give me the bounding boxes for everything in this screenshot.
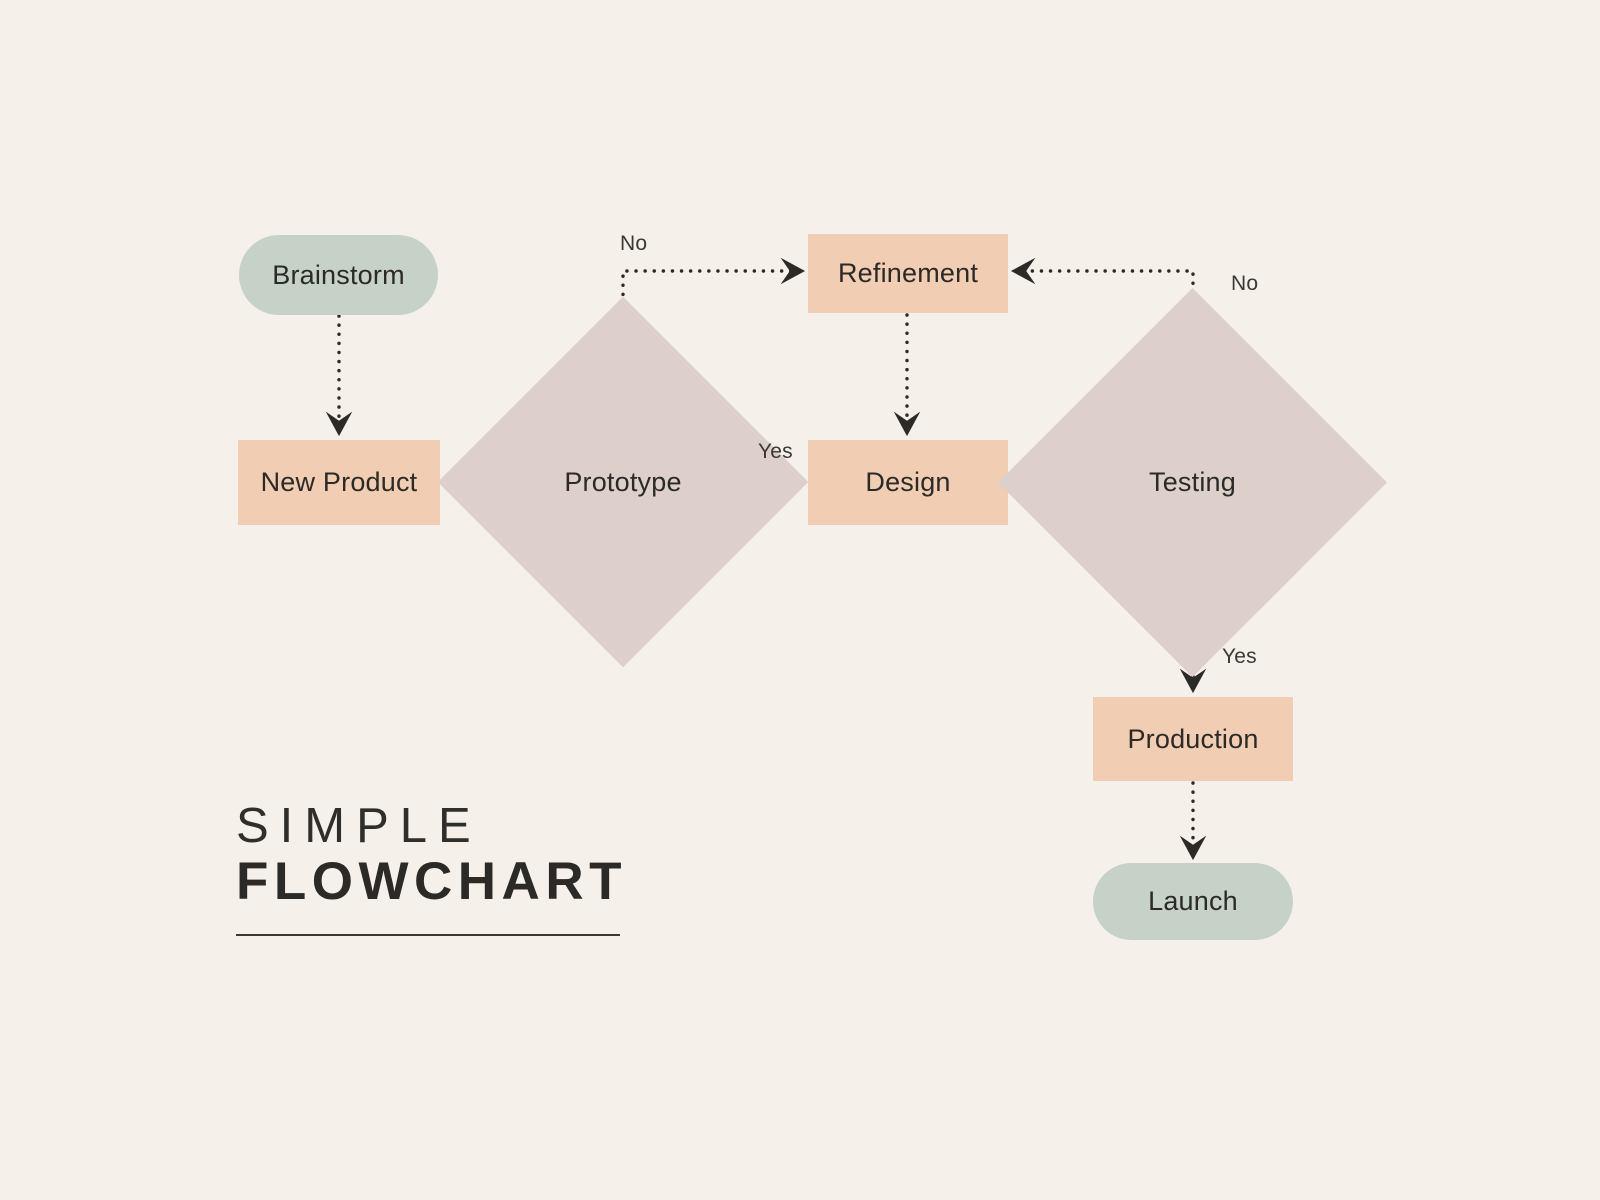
node-refinement[interactable]: Refinement — [808, 234, 1008, 313]
edge-label-no-prototype: No — [620, 232, 648, 255]
page-title-line-2: FLOWCHART — [236, 851, 627, 911]
node-prototype[interactable]: Prototype — [437, 296, 809, 668]
node-label-refinement: Refinement — [837, 258, 979, 288]
node-label-new-product: New Product — [260, 467, 418, 497]
node-design[interactable]: Design — [808, 440, 1008, 525]
node-production[interactable]: Production — [1093, 697, 1293, 781]
node-label-testing: Testing — [1149, 467, 1236, 497]
title-block: SIMPLE FLOWCHART — [236, 799, 627, 937]
edge-label-no-testing: No — [1231, 272, 1259, 295]
node-launch[interactable]: Launch — [1093, 863, 1293, 940]
edge-label-yes-testing: Yes — [1222, 645, 1257, 668]
node-label-brainstorm: Brainstorm — [272, 259, 405, 290]
node-testing[interactable]: Testing — [998, 288, 1387, 677]
node-label-prototype: Prototype — [564, 466, 682, 497]
node-label-design: Design — [865, 467, 951, 497]
page-title-line-1: SIMPLE — [236, 799, 482, 853]
node-new-product[interactable]: New Product — [238, 440, 440, 525]
node-brainstorm[interactable]: Brainstorm — [239, 235, 438, 315]
node-label-production: Production — [1127, 723, 1259, 754]
node-label-launch: Launch — [1148, 886, 1238, 916]
edge-label-yes-prototype: Yes — [758, 440, 793, 463]
title-underline-rule — [236, 934, 620, 937]
